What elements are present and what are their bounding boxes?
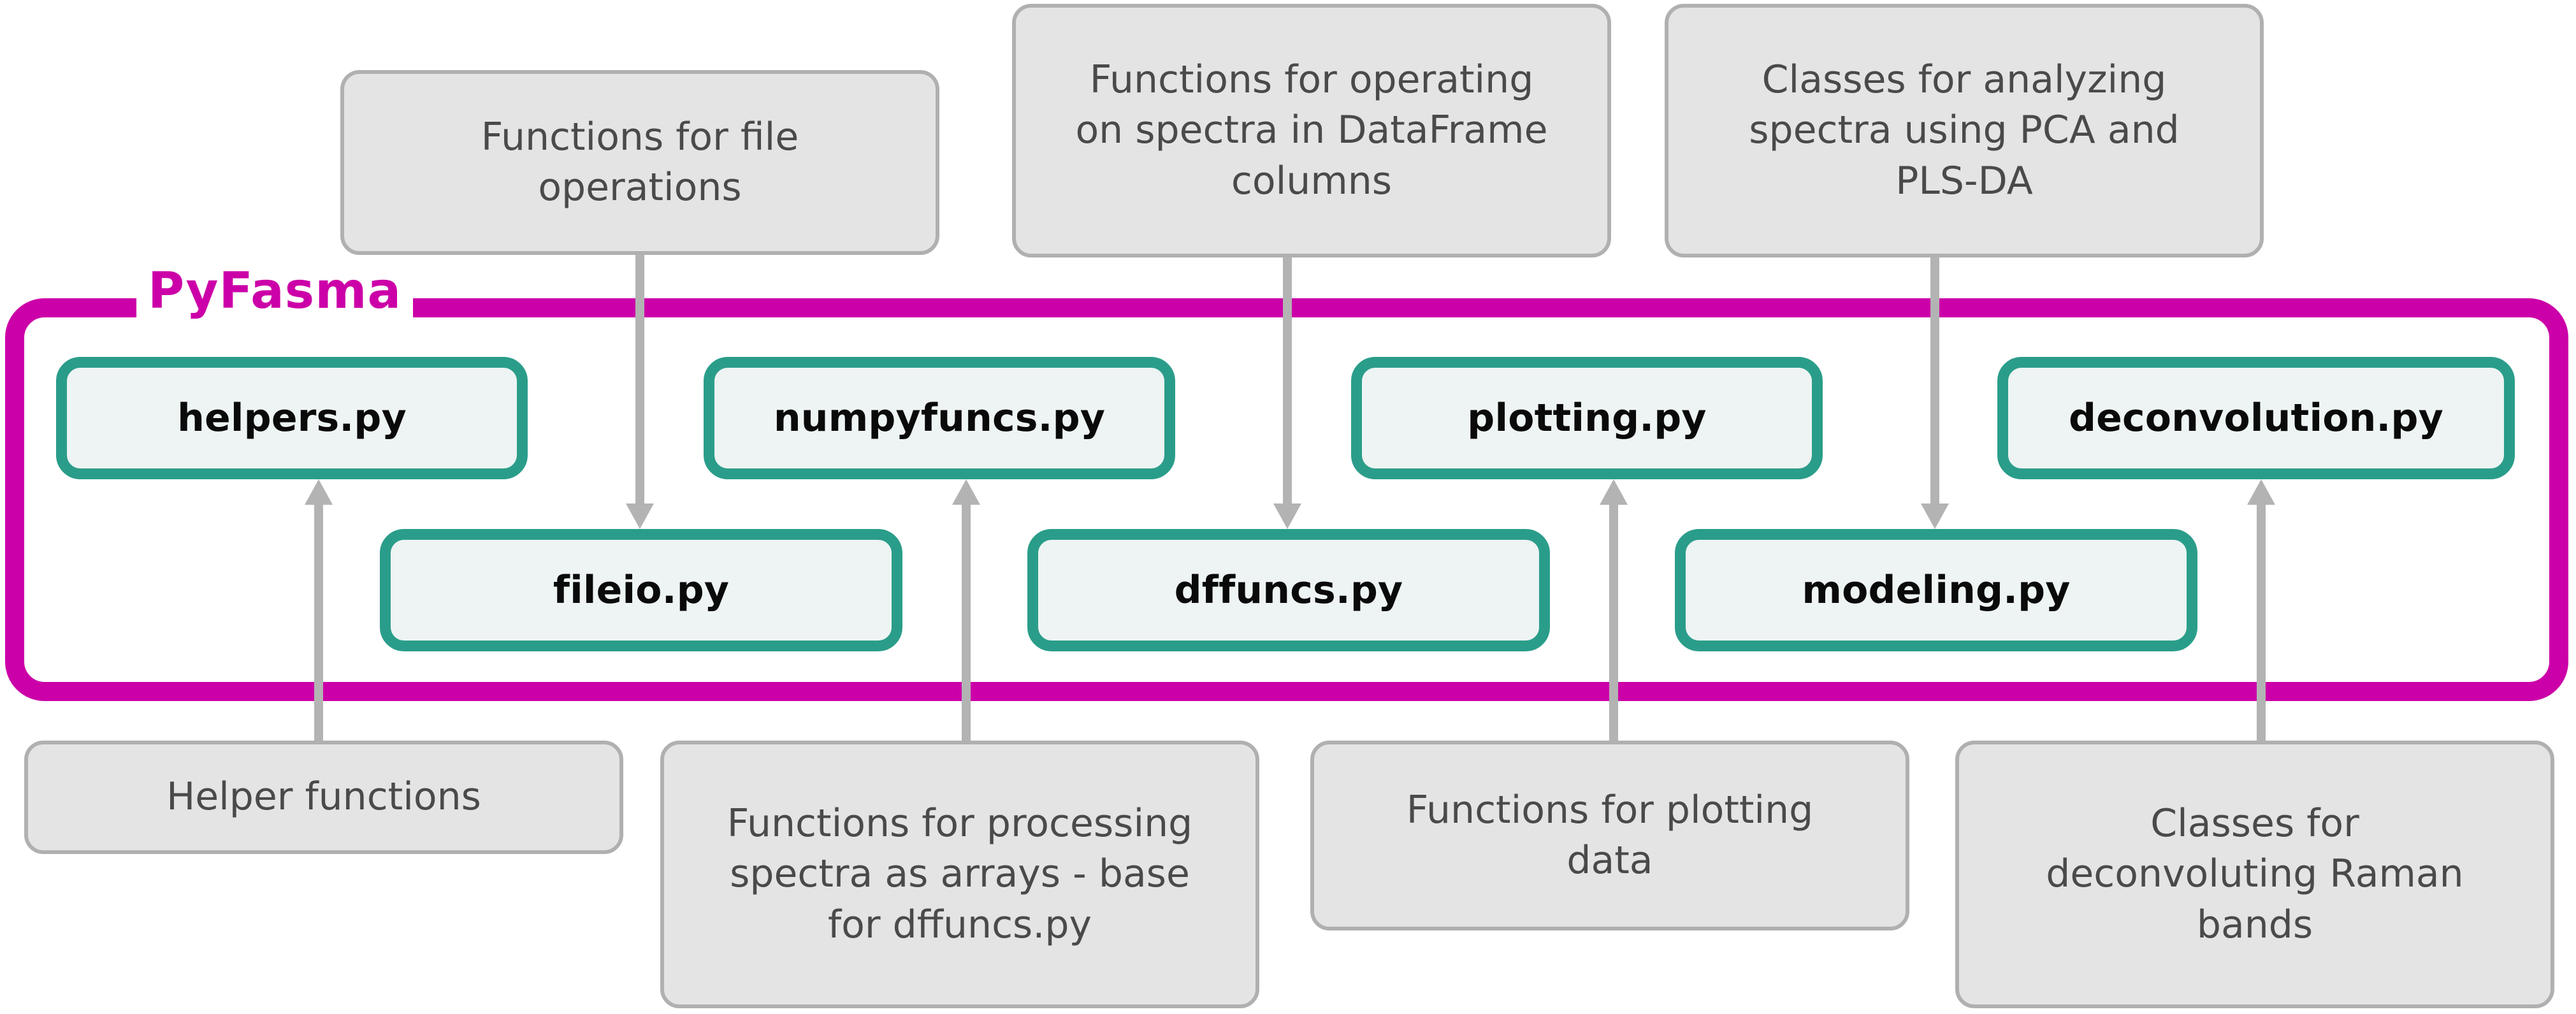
connector-shaft: [635, 255, 644, 503]
annotation-line: operations: [538, 165, 742, 210]
annotation-line: Classes for: [2150, 801, 2359, 846]
connector-raman-deconvolution-to-deconvolution: [2247, 479, 2275, 741]
pyfasma-label: PyFasma: [136, 263, 414, 320]
module-label: plotting.py: [1467, 396, 1707, 440]
connector-shaft: [1283, 257, 1292, 503]
annotation-line: Functions for operating: [1089, 57, 1534, 103]
annotation-line: on spectra in DataFrame: [1075, 108, 1548, 153]
connector-plotting-data-to-plotting: [1600, 479, 1628, 741]
module-label: fileio.py: [553, 568, 730, 612]
connector-shaft: [2257, 505, 2266, 741]
annotation-line: Classes for analyzing: [1762, 57, 2167, 103]
annotation-line: spectra as arrays - base: [730, 851, 1190, 897]
connector-pca-plsda-to-modeling: [1921, 257, 1949, 529]
arrowhead-up-icon: [2247, 479, 2275, 505]
annotation-line: Helper functions: [166, 774, 481, 820]
arrowhead-up-icon: [952, 479, 980, 505]
connector-dataframe-columns-to-dffuncs: [1273, 257, 1301, 529]
connector-shaft: [962, 505, 971, 741]
annotation-line: for dffuncs.py: [828, 902, 1092, 947]
module-box-plotting[interactable]: plotting.py: [1351, 357, 1823, 479]
annotation-box-raman-deconvolution: Classes for deconvoluting Raman bands: [1955, 741, 2554, 1008]
arrowhead-down-icon: [1273, 503, 1301, 529]
module-box-dffuncs[interactable]: dffuncs.py: [1027, 529, 1550, 651]
module-box-fileio[interactable]: fileio.py: [380, 529, 902, 651]
connector-shaft: [1930, 257, 1939, 503]
connector-shaft: [1609, 505, 1618, 741]
annotation-line: Functions for file: [481, 114, 799, 159]
annotation-line: deconvoluting Raman: [2046, 851, 2464, 897]
module-box-modeling[interactable]: modeling.py: [1675, 529, 2197, 651]
annotation-line: columns: [1231, 158, 1393, 203]
connector-shaft: [314, 505, 323, 741]
connector-file-operations-to-fileio: [626, 255, 654, 529]
module-label: helpers.py: [177, 396, 407, 440]
annotation-line: PLS-DA: [1895, 158, 2033, 203]
annotation-line: spectra using PCA and: [1749, 108, 2180, 153]
module-label: dffuncs.py: [1174, 568, 1403, 612]
module-label: numpyfuncs.py: [773, 396, 1106, 440]
connector-array-processing-to-numpyfuncs: [952, 479, 980, 741]
annotation-box-array-processing: Functions for processing spectra as arra…: [660, 741, 1259, 1008]
module-label: modeling.py: [1802, 568, 2071, 612]
annotation-line: bands: [2196, 902, 2313, 947]
module-box-numpyfuncs[interactable]: numpyfuncs.py: [704, 357, 1175, 479]
arrowhead-down-icon: [626, 503, 654, 529]
annotation-box-file-operations: Functions for file operations: [340, 70, 939, 255]
annotation-box-dataframe-columns: Functions for operating on spectra in Da…: [1012, 4, 1611, 257]
connector-helper-functions-to-helpers: [305, 479, 333, 741]
annotation-line: data: [1567, 838, 1653, 883]
arrowhead-down-icon: [1921, 503, 1949, 529]
module-box-helpers[interactable]: helpers.py: [56, 357, 528, 479]
annotation-box-helper-functions: Helper functions: [24, 741, 623, 854]
annotation-line: Functions for processing: [727, 801, 1193, 846]
annotation-box-pca-plsda: Classes for analyzing spectra using PCA …: [1665, 4, 2264, 257]
arrowhead-up-icon: [1600, 479, 1628, 505]
arrowhead-up-icon: [305, 479, 333, 505]
annotation-box-plotting-data: Functions for plotting data: [1310, 741, 1909, 931]
module-box-deconvolution[interactable]: deconvolution.py: [1997, 357, 2515, 479]
annotation-line: Functions for plotting: [1406, 787, 1814, 832]
module-label: deconvolution.py: [2069, 396, 2443, 440]
